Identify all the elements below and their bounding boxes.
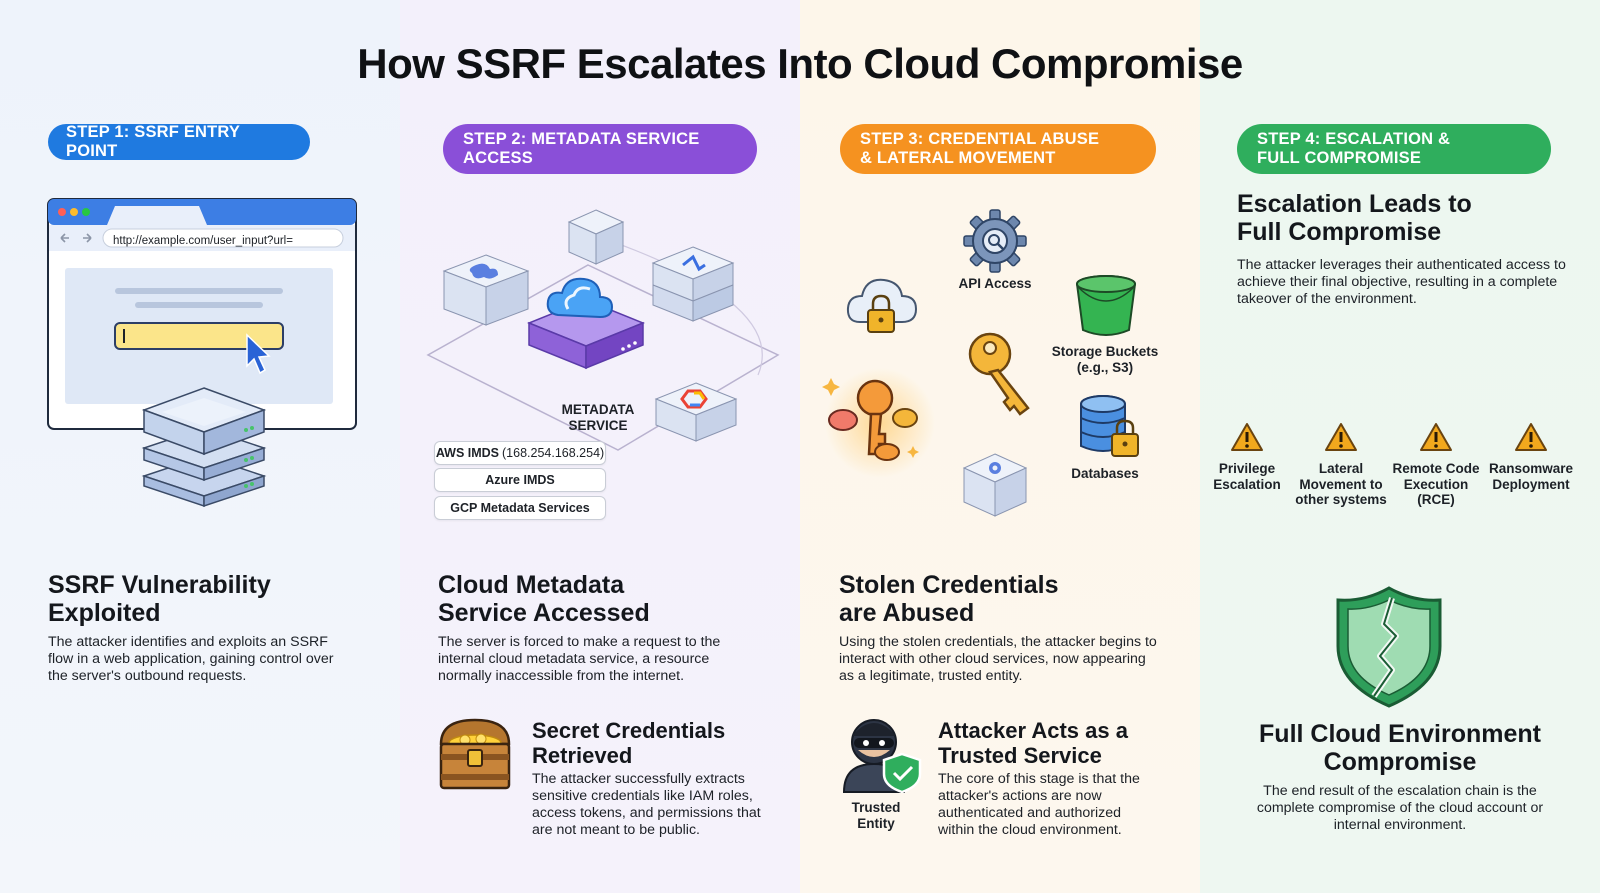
step3-pill-line1: STEP 3: CREDENTIAL ABUSE (860, 130, 1100, 148)
chip-azure-name: Azure IMDS (485, 473, 555, 487)
step4-description: The attacker leverages their authenticat… (1237, 257, 1566, 307)
api-access-label: API Access (958, 276, 1032, 291)
key-burst-icon (822, 368, 935, 478)
step3-pill-line2: & LATERAL MOVEMENT (860, 149, 1056, 167)
step3-sub-description: The core of this stage is that the attac… (938, 771, 1140, 838)
step3-sub-heading-line2: Trusted Service (938, 743, 1102, 768)
outcome-2-line1: Remote Code (1392, 461, 1480, 476)
shield-check-icon (882, 752, 922, 794)
step2-sub-heading-line1: Secret Credentials (532, 718, 726, 743)
database-icon (1080, 395, 1139, 457)
outcome-1-line3: other systems (1295, 492, 1387, 507)
metadata-label-line1: METADATA (561, 402, 635, 417)
step4-heading: Escalation Leads to Full Compromise (1237, 190, 1472, 246)
server-stack-icon (141, 387, 267, 508)
outcome-1-line2: Movement to (1299, 476, 1383, 492)
step2-sub-heading-line2: Retrieved (532, 743, 633, 768)
storage-buckets-label: Storage Buckets (e.g., S3) (1035, 344, 1175, 376)
chip-aws-detail: (168.254.168.254) (502, 446, 605, 460)
step2-pill-line1: STEP 2: METADATA SERVICE (463, 130, 700, 148)
outcome-1-line1: Lateral (1318, 461, 1364, 476)
step1-pill: STEP 1: SSRF ENTRY POINT (48, 123, 310, 160)
gear-icon (963, 209, 1027, 273)
step4-heading-line2: Full Compromise (1237, 218, 1442, 246)
cursor-icon (246, 333, 271, 375)
metadata-service-label: METADATA SERVICE (540, 402, 656, 434)
databases-label: Databases (1071, 466, 1139, 481)
chip-gcp-name: GCP Metadata Services (450, 501, 590, 515)
step1-description: The attacker identifies and exploits an … (48, 634, 334, 684)
step2-pill-line2: ACCESS (463, 149, 533, 167)
warning-icon (1231, 423, 1263, 451)
final-heading-line1: Full Cloud Environment (1259, 720, 1541, 748)
step1-heading-line1: SSRF Vulnerability (48, 571, 271, 599)
step4-heading-line1: Escalation Leads to (1237, 190, 1472, 218)
outcome-3-line1: Ransomware (1488, 461, 1574, 476)
page-title: How SSRF Escalates Into Cloud Compromise (357, 40, 1243, 87)
trusted-label-line1: Trusted (851, 800, 901, 815)
chip-aws-imds: AWS IMDS (168.254.168.254) (434, 441, 606, 465)
final-heading-line2: Compromise (1323, 748, 1477, 776)
step3-heading-line2: are Abused (839, 599, 975, 627)
step3-description: Using the stolen credentials, the attack… (839, 634, 1157, 684)
outcome-0-line1: Privilege (1218, 461, 1276, 476)
step3-heading: Stolen Credentials are Abused (839, 571, 1059, 627)
bucket-icon (1076, 275, 1136, 336)
step2-heading-line2: Service Accessed (438, 599, 650, 627)
browser-url: http://example.com/user_input?url= (113, 235, 293, 247)
storage-label-line1: Storage Buckets (1051, 344, 1159, 359)
browser-window-icon (47, 198, 357, 430)
cloud-icon (546, 277, 614, 319)
outcome-2-line3: (RCE) (1417, 492, 1455, 507)
step2-description: The server is forced to make a request t… (438, 634, 721, 684)
step2-sub-description: The attacker successfully extracts sensi… (532, 771, 761, 838)
service-cube-icon (962, 453, 1028, 517)
cloud-lock-icon (846, 278, 918, 333)
step2-heading-line1: Cloud Metadata (438, 571, 625, 599)
step2-pill: STEP 2: METADATA SERVICE ACCESS (443, 124, 757, 174)
step4-final-description: The end result of the escalation chain i… (1256, 783, 1544, 833)
step4-pill-line2: FULL COMPROMISE (1257, 149, 1422, 167)
step2-heading: Cloud Metadata Service Accessed (438, 571, 650, 627)
step3-sub-heading-line1: Attacker Acts as a (938, 718, 1128, 743)
storage-label-line2: (e.g., S3) (1076, 360, 1134, 375)
step3-pill: STEP 3: CREDENTIAL ABUSE & LATERAL MOVEM… (840, 124, 1156, 174)
chip-azure-imds: Azure IMDS (434, 468, 606, 492)
outcome-2-line2: Execution (1403, 476, 1469, 492)
broken-shield-icon (1336, 586, 1442, 708)
outcome-0-line2: Escalation (1213, 476, 1281, 492)
step3-heading-line1: Stolen Credentials (839, 571, 1059, 599)
trusted-entity-label: Trusted Entity (836, 800, 916, 832)
key-icon (968, 332, 1030, 416)
chip-aws-name: AWS IMDS (435, 446, 500, 460)
warning-icon (1420, 423, 1452, 451)
chip-gcp-metadata: GCP Metadata Services (434, 496, 606, 520)
step1-pill-label: STEP 1: SSRF ENTRY POINT (66, 123, 240, 160)
metadata-label-line2: SERVICE (568, 418, 628, 433)
warning-icon (1325, 423, 1357, 451)
step2-sub-heading: Secret Credentials Retrieved (532, 718, 725, 768)
treasure-chest-icon (439, 718, 511, 790)
metadata-network-diagram (426, 209, 780, 451)
trusted-label-line2: Entity (857, 816, 895, 831)
outcome-3-line2: Deployment (1492, 476, 1570, 492)
step4-pill-line1: STEP 4: ESCALATION & (1257, 130, 1451, 148)
warning-icon (1515, 423, 1547, 451)
step4-final-heading: Full Cloud Environment Compromise (1200, 720, 1600, 776)
step3-sub-heading: Attacker Acts as a Trusted Service (938, 718, 1128, 768)
attacker-icon (842, 719, 922, 794)
step4-pill: STEP 4: ESCALATION & FULL COMPROMISE (1237, 124, 1551, 174)
step1-heading: SSRF Vulnerability Exploited (48, 571, 271, 627)
step1-heading-line2: Exploited (48, 599, 161, 627)
